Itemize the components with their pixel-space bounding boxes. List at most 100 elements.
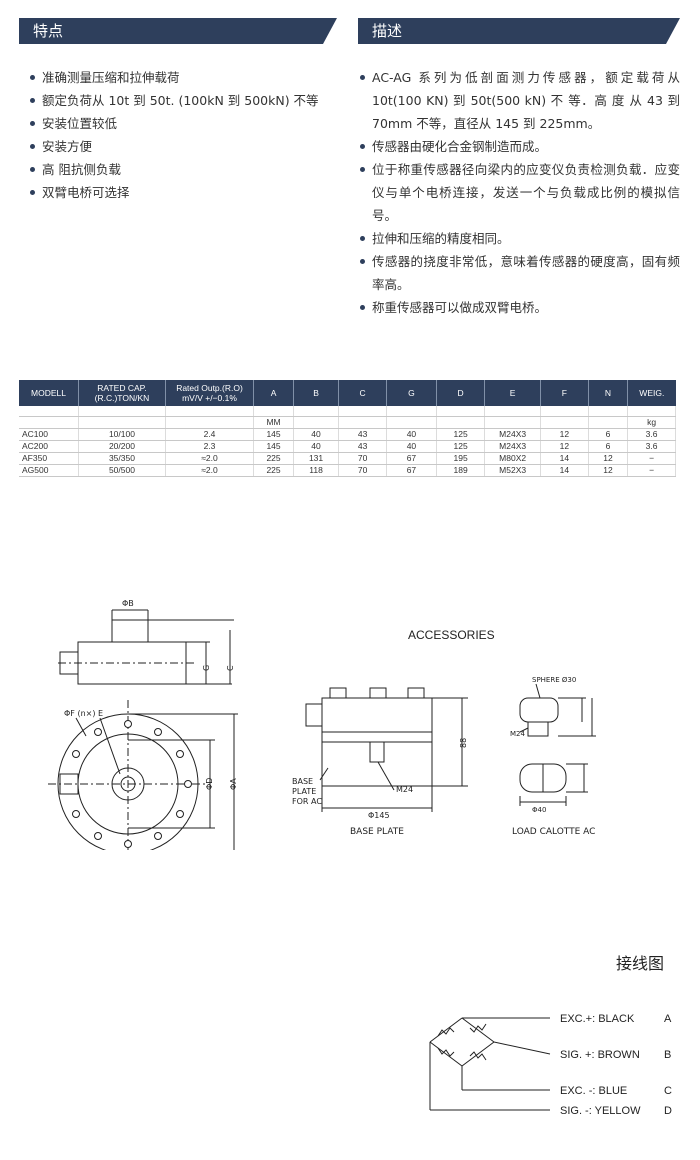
table-cell: 10/100	[78, 428, 166, 441]
feature-item: 安装位置较低	[28, 112, 338, 135]
feature-item: 安装方便	[28, 135, 338, 158]
table-cell: AG500	[19, 464, 79, 477]
load-calotte-view	[519, 683, 596, 806]
table-cell: 195	[436, 452, 486, 465]
base-plate-caption: BASE PLATE	[350, 827, 404, 837]
description-header: 描述	[358, 18, 680, 44]
dim-label: BASE	[292, 777, 313, 786]
table-cell: 3.6	[627, 428, 676, 441]
feature-item: 双臂电桥可选择	[28, 181, 338, 204]
table-cell: 35/350	[78, 452, 166, 465]
features-list: 准确测量压缩和拉伸载荷 额定负荷从 10t 到 50t. (100kN 到 50…	[28, 66, 338, 204]
dim-label: SPHERE Ø30	[532, 676, 576, 684]
dim-label: FOR AC	[292, 797, 322, 806]
spec-header-row: MODELL RATED CAP. (R.C.)TON/KN Rated Out…	[19, 380, 676, 406]
dim-label: ΦB	[122, 599, 134, 608]
table-cell: 70	[338, 464, 388, 477]
table-cell: 145	[253, 440, 294, 453]
description-item: 位于称重传感器径向梁内的应变仪负责检测负载．应变仪与单个电桥连接，发送一个与负载…	[358, 158, 680, 227]
col-header: G	[386, 380, 437, 406]
col-header: B	[293, 380, 340, 406]
table-cell: 20/200	[78, 440, 166, 453]
table-cell: 67	[386, 464, 437, 477]
dim-label: M24	[396, 785, 413, 794]
table-cell: 145	[253, 428, 294, 441]
table-cell: 125	[436, 428, 486, 441]
dim-label: Φ40	[532, 806, 546, 814]
table-cell: 125	[436, 440, 486, 453]
wire-label: SIG. -: YELLOW	[560, 1105, 641, 1117]
col-header: Rated Outp.(R.O) mV/V +/−0.1%	[165, 380, 255, 406]
load-calotte-caption: LOAD CALOTTE AC	[512, 827, 595, 837]
unit-cell: kg	[627, 416, 676, 429]
dim-label: G	[202, 665, 211, 671]
wire-label: EXC. -: BLUE	[560, 1085, 627, 1097]
wire-code: B	[664, 1049, 671, 1061]
dim-label: C	[226, 665, 235, 671]
feature-item: 高 阻抗侧负载	[28, 158, 338, 181]
table-cell: 3.6	[627, 440, 676, 453]
col-header: A	[253, 380, 294, 406]
wire-label: EXC.+: BLACK	[560, 1013, 635, 1025]
bridge-circuit	[429, 1017, 551, 1111]
table-cell: 50/500	[78, 464, 166, 477]
technical-drawing: ΦB G C ΦF (n×) E ΦD ΦA ACCESSORIES 88 BA…	[48, 599, 596, 850]
table-cell: M52X3	[484, 464, 541, 477]
table-cell: 43	[338, 440, 388, 453]
table-cell: 14	[540, 464, 589, 477]
wire-label: SIG. +: BROWN	[560, 1049, 640, 1061]
features-header: 特点	[19, 18, 337, 44]
dim-label: ΦD	[205, 778, 214, 790]
unit-cell: MM	[253, 416, 294, 429]
col-header: E	[484, 380, 541, 406]
table-cell: −	[627, 452, 676, 465]
wiring-diagram: EXC.+: BLACK A SIG. +: BROWN B EXC. -: B…	[429, 1013, 672, 1117]
table-cell: AC200	[19, 440, 79, 453]
accessories-title: ACCESSORIES	[408, 628, 495, 642]
description-list: AC-AG 系列为低剖面测力传感器，额定载荷从 10t(100 KN) 到 50…	[358, 66, 680, 319]
table-cell: 6	[588, 440, 629, 453]
col-header: RATED CAP. (R.C.)TON/KN	[78, 380, 166, 406]
table-cell: ≈2.0	[165, 452, 255, 465]
table-cell: 12	[588, 464, 629, 477]
table-cell: 2.3	[165, 440, 255, 453]
dim-label: E	[98, 709, 103, 718]
dim-label: 88	[459, 738, 468, 748]
dim-label: ΦF (n×)	[64, 709, 95, 718]
col-header: WEIG.	[627, 380, 676, 406]
table-cell: AC100	[19, 428, 79, 441]
description-item: 传感器的挠度非常低，意味着传感器的硬度高，固有频率高。	[358, 250, 680, 296]
col-header: F	[540, 380, 589, 406]
feature-item: 准确测量压缩和拉伸载荷	[28, 66, 338, 89]
table-cell: 43	[338, 428, 388, 441]
wire-code: A	[664, 1013, 672, 1025]
wire-code: D	[664, 1105, 672, 1117]
units-row: MM kg	[19, 416, 676, 429]
table-cell: 40	[386, 428, 437, 441]
table-cell: −	[627, 464, 676, 477]
table-cell: M24X3	[484, 440, 541, 453]
dim-label: ΦA	[229, 778, 238, 790]
description-item: 拉伸和压缩的精度相同。	[358, 227, 680, 250]
dim-label: PLATE	[292, 787, 316, 796]
table-cell: 2.4	[165, 428, 255, 441]
description-item: 称重传感器可以做成双臂电桥。	[358, 296, 680, 319]
table-cell: 118	[293, 464, 340, 477]
table-cell: 12	[588, 452, 629, 465]
table-cell: 225	[253, 464, 294, 477]
spacer-row	[19, 406, 676, 417]
wire-code: C	[664, 1085, 672, 1097]
table-cell: 131	[293, 452, 340, 465]
description-item: AC-AG 系列为低剖面测力传感器，额定载荷从 10t(100 KN) 到 50…	[358, 66, 680, 135]
table-cell: 12	[540, 428, 589, 441]
side-view	[58, 609, 234, 685]
wiring-title: 接线图	[616, 954, 665, 973]
table-cell: 14	[540, 452, 589, 465]
table-cell: 67	[386, 452, 437, 465]
table-cell: ≈2.0	[165, 464, 255, 477]
top-view	[48, 700, 238, 850]
table-cell: 6	[588, 428, 629, 441]
col-header: D	[436, 380, 486, 406]
